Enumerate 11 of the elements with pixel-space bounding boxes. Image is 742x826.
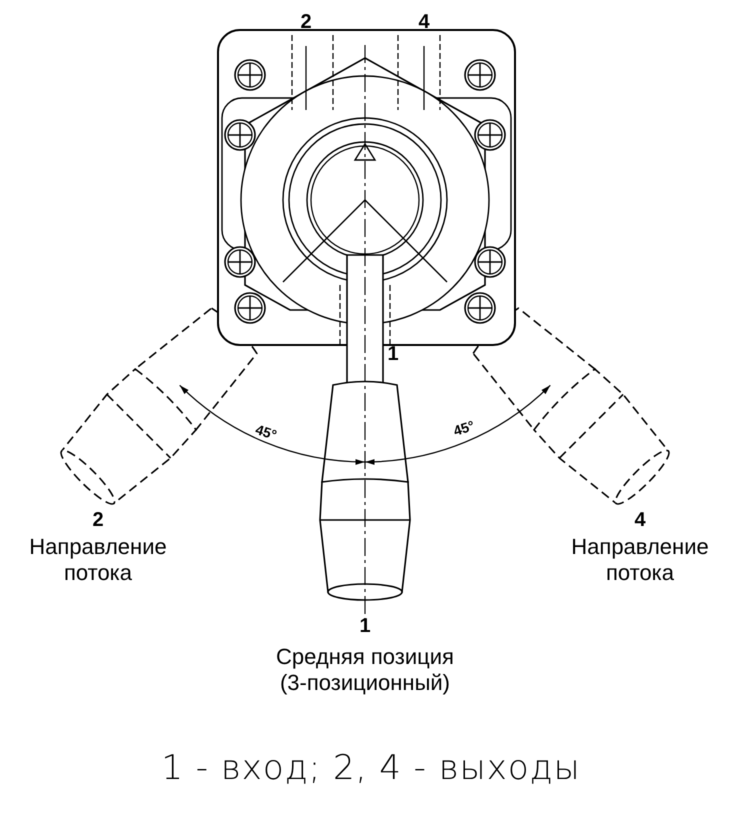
caption: 1 - вход; 2, 4 - выходы: [160, 748, 582, 788]
port-number: 4: [633, 508, 647, 532]
port-number: 1: [386, 342, 400, 366]
port-number: 4: [417, 10, 431, 34]
port-number: 2: [91, 508, 105, 532]
flow-direction-label: Направление потока: [28, 534, 168, 587]
port-number: 2: [299, 10, 313, 34]
angle-label: 45°: [450, 416, 478, 441]
position-label: Средняя позиция (3-позиционный): [275, 644, 455, 697]
flow-direction-label: Направление потока: [570, 534, 710, 587]
angle-label: 45°: [252, 420, 280, 445]
